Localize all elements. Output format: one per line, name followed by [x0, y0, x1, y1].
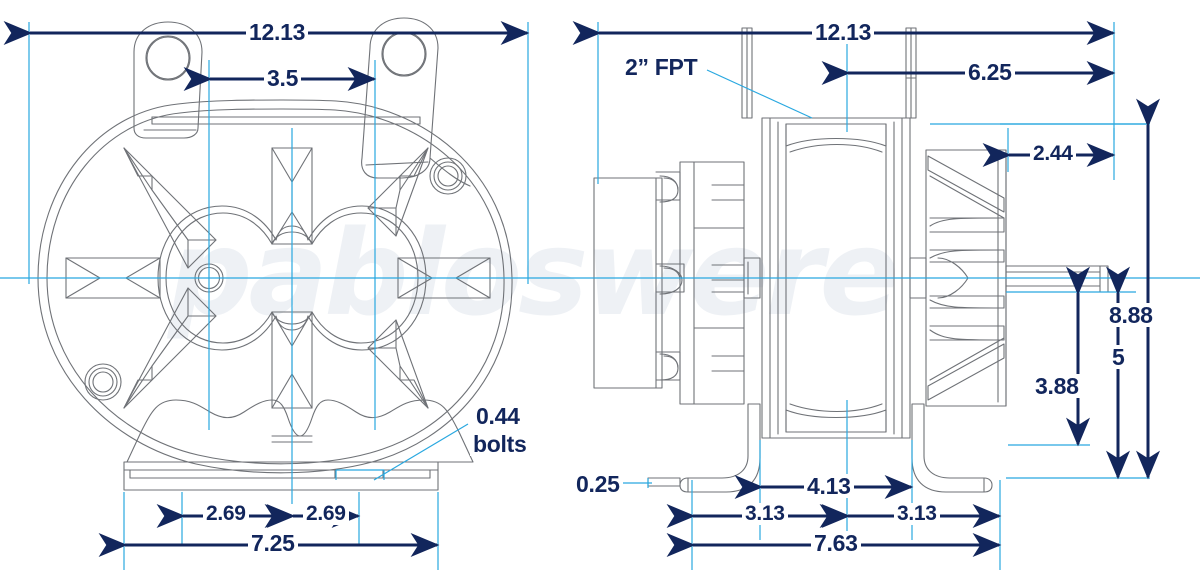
- dim-lug-spacing: 3.5: [264, 66, 302, 90]
- dim-foot-thickness: 0.25: [573, 472, 623, 496]
- dim-bolt-size-line1: 0.44: [473, 404, 523, 428]
- dim-centerline-height: 3.88: [1032, 374, 1082, 398]
- dim-port-to-end: 6.25: [965, 60, 1015, 84]
- dim-base-length: 7.63: [811, 531, 861, 555]
- dim-overall-height: 8.88: [1106, 303, 1156, 327]
- dim-bolt-spacing-right: 2.69: [303, 502, 349, 526]
- dim-fin-depth: 2.44: [1030, 142, 1076, 166]
- dim-bolt-spacing-left: 2.69: [203, 502, 249, 526]
- callout-port-fpt: 2” FPT: [622, 55, 701, 79]
- dim-base-width: 7.25: [248, 531, 298, 555]
- dim-shaft-height: 5: [1109, 345, 1128, 369]
- dim-foot-right: 3.13: [894, 502, 940, 526]
- dim-foot-left: 3.13: [742, 502, 788, 526]
- dim-foot-span-inner: 4.13: [804, 474, 854, 498]
- dim-bolt-size-line2: bolts: [470, 432, 530, 456]
- dim-overall-length-side: 12.13: [812, 20, 875, 44]
- dim-overall-width-front: 12.13: [246, 20, 309, 44]
